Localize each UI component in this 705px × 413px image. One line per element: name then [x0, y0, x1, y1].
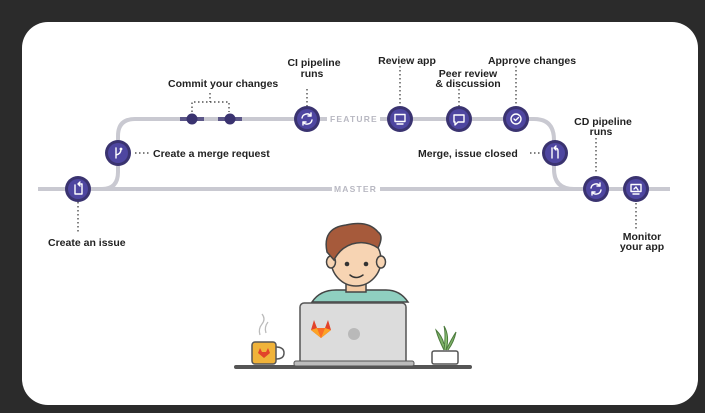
devops-flow-diagram: MASTER FEATURE: [38, 55, 670, 369]
create-issue-label: Create an issue: [48, 237, 126, 249]
merge-closed-label: Merge, issue closed: [418, 148, 518, 160]
comment-icon: [446, 106, 472, 132]
branch-icon: [105, 140, 131, 166]
monitor-icon: [387, 106, 413, 132]
pipeline-icon: [583, 176, 609, 202]
laptop-icon: [293, 302, 415, 367]
feature-track: FEATURE: [101, 114, 575, 191]
plant-icon: [431, 325, 459, 365]
merge-request-label: Create a merge request: [153, 148, 270, 160]
peer-review-label: Peer review: [439, 68, 498, 80]
master-track: MASTER: [38, 184, 670, 194]
monitor-icon: [623, 176, 649, 202]
pipeline-icon: [294, 106, 320, 132]
feature-track-label: FEATURE: [330, 114, 378, 124]
commit-changes-label: Commit your changes: [168, 78, 278, 90]
monitor-label: Monitor: [623, 231, 662, 243]
monitor-your-app-label: your app: [620, 241, 664, 253]
ci-pipeline-label: CI pipeline: [287, 57, 340, 69]
diagram-card: MASTER FEATURE: [22, 22, 698, 405]
developer-illustration: [310, 222, 410, 303]
issue-icon: [65, 176, 91, 202]
cd-pipeline-runs-label: runs: [590, 126, 613, 138]
commit-dot-icon: [218, 113, 242, 125]
check-icon: [503, 106, 529, 132]
review-app-label: Review app: [378, 55, 436, 67]
coffee-mug-icon: [251, 313, 285, 365]
gitlab-logo-icon: [311, 320, 331, 338]
master-track-label: MASTER: [334, 184, 377, 194]
ci-pipeline-runs-label: runs: [301, 68, 324, 80]
cd-pipeline-label: CD pipeline: [574, 116, 632, 128]
connector-lines: [77, 66, 637, 232]
commit-dot-icon: [180, 113, 204, 125]
merge-icon: [542, 140, 568, 166]
approve-changes-label: Approve changes: [488, 55, 576, 67]
peer-review-discussion-label: & discussion: [435, 78, 500, 90]
